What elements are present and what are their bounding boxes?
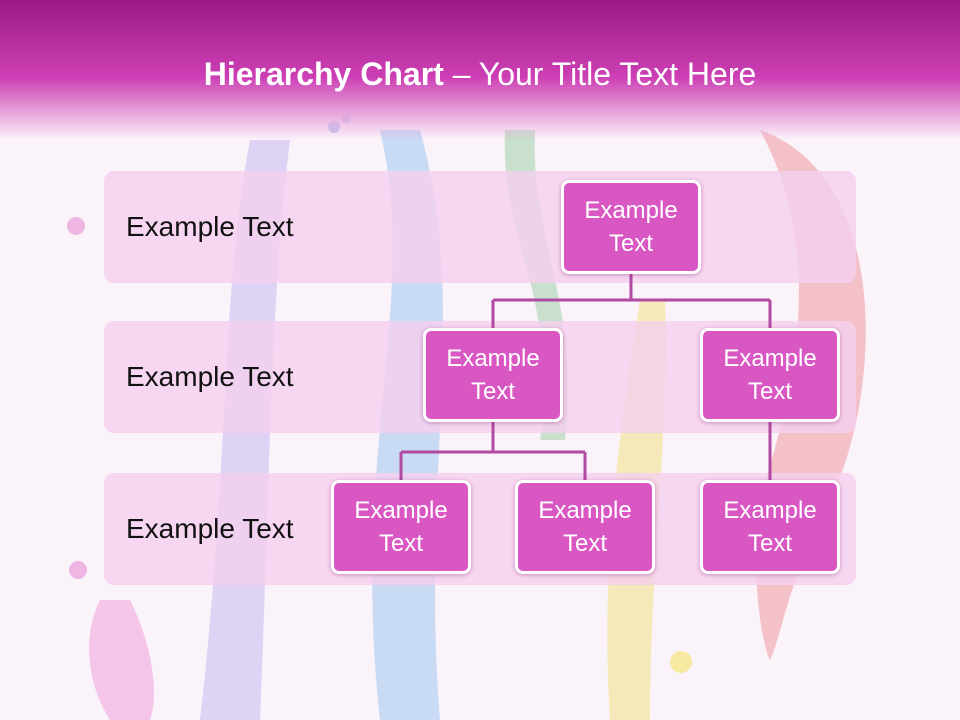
node-level2-right-line2: Text [747,378,792,405]
node-level3-a-line2: Text [378,530,423,557]
node-level3-c[interactable]: Example Text [700,480,840,574]
title-bold: Hierarchy Chart [203,56,444,92]
band-label-3: Example Text [126,513,294,544]
node-level2-left-line1: Example [446,345,540,372]
node-level3-b[interactable]: Example Text [515,480,655,574]
page-title: Hierarchy Chart – Your Title Text Here [0,56,960,93]
title-rest: – Your Title Text Here [443,56,757,92]
node-level3-b-line2: Text [562,530,607,557]
band-label-2: Example Text [126,361,294,392]
node-root-line1: Example [584,197,678,224]
level-band-1 [104,171,856,283]
node-level2-right-line1: Example [723,345,817,372]
node-level2-right[interactable]: Example Text [700,328,840,422]
node-root[interactable]: Example Text [561,180,701,274]
node-level3-a[interactable]: Example Text [331,480,471,574]
node-level3-c-line2: Text [747,530,792,557]
node-level3-a-line1: Example [354,497,448,524]
node-level3-c-line1: Example [723,497,817,524]
node-root-line2: Text [608,230,653,257]
title-bar [0,0,960,140]
node-level2-left-line2: Text [470,378,515,405]
node-level2-left[interactable]: Example Text [423,328,563,422]
node-level3-b-line1: Example [538,497,632,524]
band-label-1: Example Text [126,211,294,242]
